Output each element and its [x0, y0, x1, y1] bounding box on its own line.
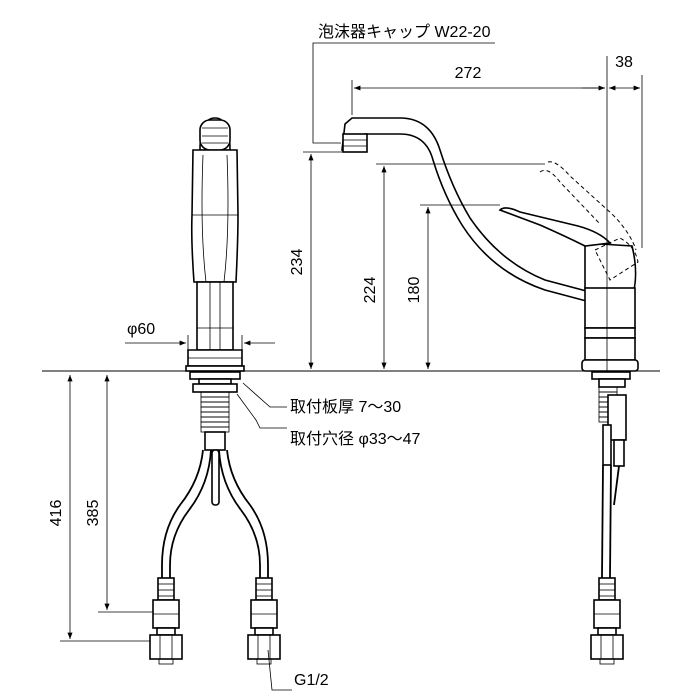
side-hose-fitting [590, 577, 624, 665]
right-hose-fitting [247, 577, 281, 665]
dim-hose-to-nut-label: 385 [85, 500, 102, 527]
dim-spout-height-label: 234 [289, 249, 306, 276]
front-view-faucet [149, 117, 281, 665]
dim-lever-height-label: 180 [406, 277, 423, 304]
thread-label: G1/2 [294, 672, 329, 689]
dim-spout-reach-label: 272 [455, 65, 482, 82]
side-view-faucet [341, 117, 639, 665]
dim-hose-lengths: 416 385 [48, 375, 153, 642]
mount-leaders: 取付板厚 7～30 取付穴径 φ33～47 [236, 382, 421, 448]
aerator-cap-callout: 泡沫器キャップ W22-20 [312, 23, 495, 144]
front-thread-rings [200, 391, 230, 433]
mount-hole-label: 取付穴径 φ33～47 [290, 430, 421, 448]
dim-offset-label: 38 [615, 54, 633, 71]
dim-base-diameter: φ60 [125, 321, 275, 350]
left-hose-fitting [149, 577, 183, 665]
mount-plate-label: 取付板厚 7～30 [290, 398, 401, 416]
dim-handle-height-label: 224 [362, 277, 379, 304]
dim-spout-reach: 272 38 [351, 54, 643, 371]
dim-base-diameter-label: φ60 [127, 321, 155, 338]
aerator-cap-label: 泡沫器キャップ W22-20 [318, 23, 491, 41]
thread-leader: G1/2 [267, 649, 329, 691]
dim-heights: 234 224 180 [289, 151, 545, 369]
dim-hose-total-label: 416 [48, 500, 65, 527]
